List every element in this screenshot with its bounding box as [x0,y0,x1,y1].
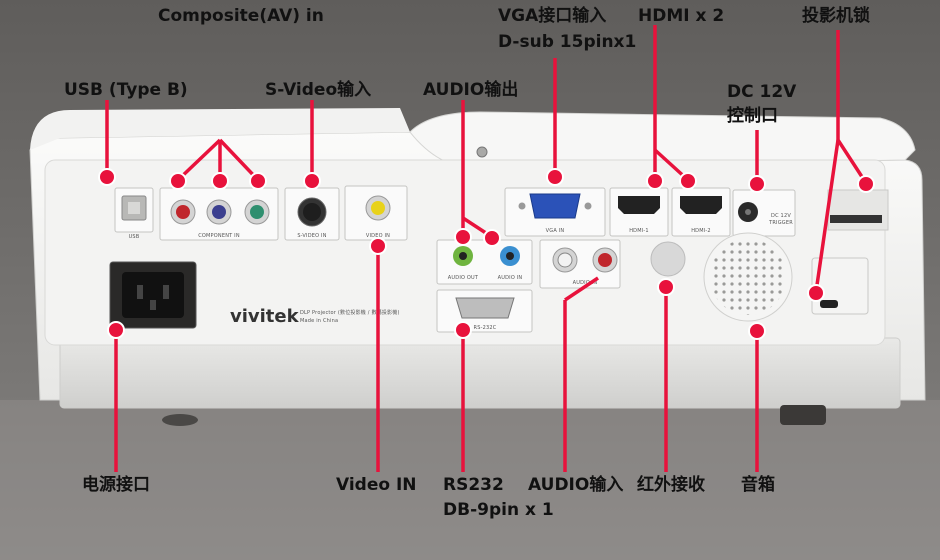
brand-logo: vivitek [230,306,300,327]
callout-composite: Composite(AV) in [158,6,324,26]
svideo-input: S-VIDEO IN [284,187,340,241]
usb-panel-label: USB [129,234,140,240]
dc-trigger-port: DC 12V TRIGGER [732,189,796,237]
kensington-lock [811,189,889,315]
screw [476,146,488,158]
dc-panel-label-1: DC 12V [771,213,791,219]
callout-rs232: RS232 DB-9pin x 1 [443,475,554,521]
rs232-panel-label: RS-232C [474,325,497,331]
audio-in-rca-panel-label: AUDIO IN [573,280,598,286]
callout-video-in: Video IN [336,475,417,495]
callout-dc: DC 12V 控制口 [727,82,797,127]
model-text: DLP Projector (數位投影機 / 數碼投影機) [300,309,400,316]
audio-mini-panel: AUDIO OUT AUDIO IN [436,239,533,285]
made-in-text: Made in China [300,318,338,324]
video-input: VIDEO IN [344,185,408,241]
speaker-grille [703,232,793,322]
vga-port: VGA IN [504,187,606,237]
hdmi2-panel-label: HDMI-2 [691,228,711,234]
component-panel-label: COMPONENT IN [198,233,240,239]
hdmi1-panel-label: HDMI-1 [629,228,649,234]
hdmi-ports: HDMI-1 HDMI-2 [609,187,731,237]
audio-out-panel-label: AUDIO OUT [448,275,479,281]
vga-panel-label: VGA IN [546,228,565,234]
audio-in-rca: AUDIO IN [539,239,621,289]
audio-in-mini-panel-label: AUDIO IN [498,275,523,281]
component-input: COMPONENT IN [159,187,279,241]
rs232-port: RS-232C [436,289,533,333]
callout-power: 电源接口 [82,475,150,495]
callout-audio-out: AUDIO输出 [423,80,519,100]
power-socket [109,261,197,329]
svideo-panel-label: S-VIDEO IN [297,233,326,239]
callout-markers [98,168,875,340]
callout-audio-in: AUDIO输入 [528,475,624,495]
callout-hdmi: HDMI x 2 [638,6,725,26]
callout-lines [105,25,868,472]
dc-panel-label-2: TRIGGER [768,220,793,226]
ir-receiver [650,241,686,277]
usb-port: USB [114,187,154,240]
callout-svideo: S-Video输入 [265,80,372,100]
video-panel-label: VIDEO IN [366,233,390,239]
callout-ir: 红外接收 [637,475,705,495]
callout-lock: 投影机锁 [802,6,870,26]
callout-usb: USB (Type B) [64,80,188,100]
callout-vga: VGA接口输入 D-sub 15pinx1 [498,6,637,53]
callout-speaker: 音箱 [741,475,775,495]
